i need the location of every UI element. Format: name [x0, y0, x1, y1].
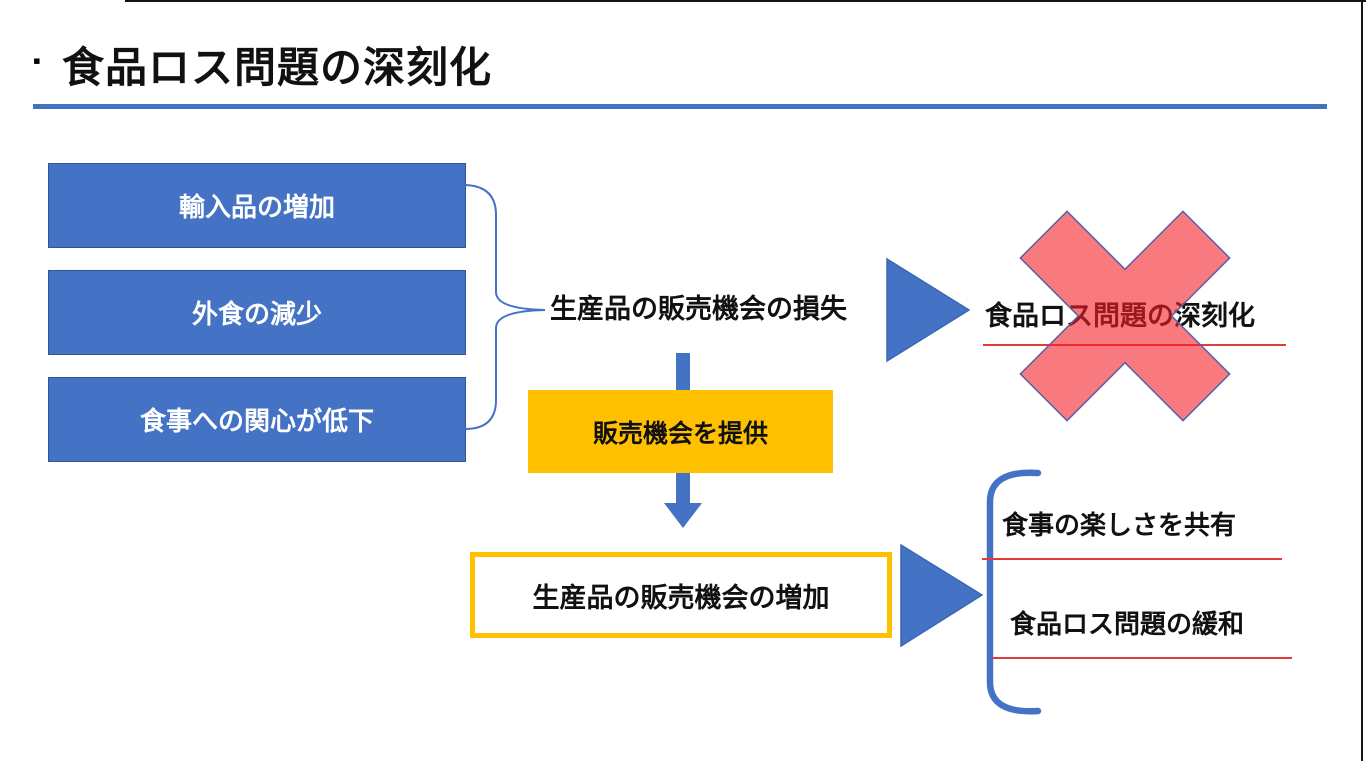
page-title: 食品ロス問題の深刻化 [62, 44, 493, 91]
red-underline [982, 558, 1282, 560]
cause-box-imports: 輸入品の増加 [48, 163, 466, 248]
cause-box-label: 輸入品の増加 [178, 192, 335, 222]
square-bracket-icon [986, 469, 1042, 715]
cause-box-meal-interest: 食事への関心が低下 [48, 377, 466, 462]
curly-brace-icon [464, 184, 546, 430]
right-arrow-icon [886, 257, 970, 363]
cause-box-label: 外食の減少 [191, 299, 322, 329]
red-underline [992, 657, 1292, 659]
title-bullet: ▪ [33, 48, 41, 73]
loss-label: 生産品の販売機会の損失 [550, 294, 847, 324]
outcome-label-share-joy: 食事の楽しさを共有 [1002, 510, 1237, 540]
increase-box: 生産品の販売機会の増加 [470, 552, 892, 638]
increase-box-label: 生産品の販売機会の増加 [532, 582, 830, 613]
cause-box-dining-out: 外食の減少 [48, 270, 466, 355]
right-arrow-icon [900, 543, 983, 648]
cross-x-icon [1019, 210, 1231, 422]
window-top-edge [125, 0, 1366, 2]
provide-box-label: 販売機会を提供 [592, 419, 768, 448]
title-underline-rule [33, 104, 1327, 109]
cause-box-label: 食事への関心が低下 [139, 406, 374, 436]
outcome-label-loss-mitigation: 食品ロス問題の緩和 [1010, 609, 1245, 639]
window-right-edge [1361, 0, 1363, 761]
provide-box: 販売機会を提供 [528, 390, 833, 473]
